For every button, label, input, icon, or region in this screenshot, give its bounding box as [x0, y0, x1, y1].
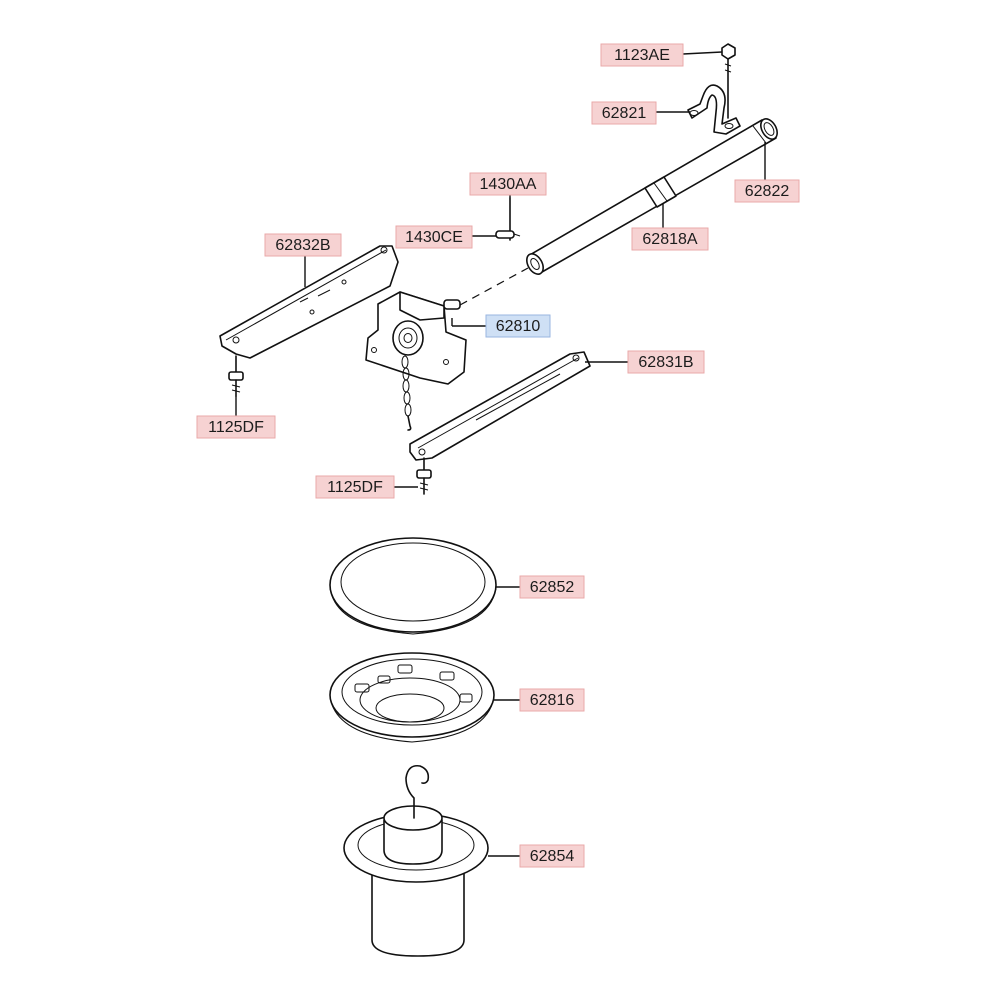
screw-1125df-left-drawing — [228, 371, 244, 397]
retainer-62854-drawing — [343, 764, 489, 957]
clamp-62821-drawing — [687, 84, 741, 135]
ring-62852-drawing — [329, 537, 497, 635]
label-1125df-left[interactable]: 1125DF — [196, 415, 276, 439]
leader-lines — [235, 51, 766, 857]
label-62854-text: 62854 — [530, 848, 575, 865]
label-62852[interactable]: 62852 — [519, 575, 585, 599]
label-62818a-text: 62818A — [642, 231, 697, 248]
winch-carrier-62810-drawing — [365, 291, 467, 431]
bolt-1123ae-drawing — [721, 43, 736, 119]
label-62831b[interactable]: 62831B — [627, 350, 705, 374]
assembly-guide-line — [459, 267, 529, 306]
bracket-62832b-drawing — [219, 245, 399, 373]
label-1125df-lower[interactable]: 1125DF — [315, 475, 395, 499]
label-62810[interactable]: 62810 — [485, 314, 551, 338]
label-1430ce[interactable]: 1430CE — [395, 225, 473, 249]
label-62822-text: 62822 — [745, 183, 790, 200]
label-62810-text: 62810 — [496, 318, 541, 335]
label-62821-text: 62821 — [602, 105, 647, 122]
cushion-62816-drawing — [329, 652, 495, 743]
label-62816[interactable]: 62816 — [519, 688, 585, 712]
label-1123ae[interactable]: 1123AE — [600, 43, 684, 67]
label-1430ce-text: 1430CE — [405, 229, 463, 246]
label-62832b-text: 62832B — [275, 237, 330, 254]
label-1430aa-text: 1430AA — [480, 176, 537, 193]
screw-1125df-lower-drawing — [416, 469, 432, 495]
label-62818a[interactable]: 62818A — [631, 227, 709, 251]
pins-1430-drawing — [495, 197, 521, 241]
label-62831b-text: 62831B — [638, 354, 693, 371]
label-62832b[interactable]: 62832B — [264, 233, 342, 257]
label-1123ae-text: 1123AE — [614, 47, 670, 64]
label-62854[interactable]: 62854 — [519, 844, 585, 868]
label-1125df-left-text: 1125DF — [208, 419, 264, 436]
label-1125df-lower-text: 1125DF — [327, 479, 383, 496]
label-62816-text: 62816 — [530, 692, 575, 709]
label-62852-text: 62852 — [530, 579, 575, 596]
label-62822[interactable]: 62822 — [734, 179, 800, 203]
shaft-62822-drawing — [526, 118, 778, 275]
label-62821[interactable]: 62821 — [591, 101, 657, 125]
label-1430aa[interactable]: 1430AA — [469, 172, 547, 196]
bracket-62831b-drawing — [409, 351, 591, 471]
